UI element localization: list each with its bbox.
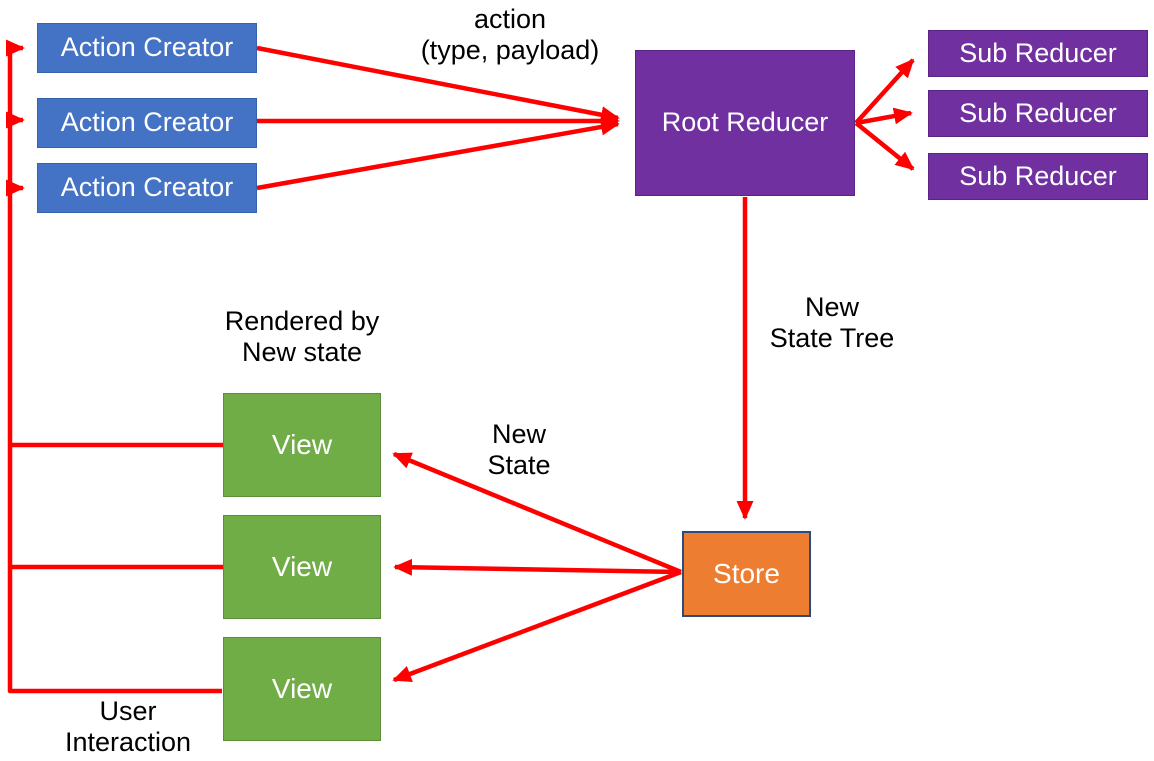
user-interaction-label-line2: Interaction — [64, 727, 192, 757]
new-state-tree-label: New State Tree — [770, 292, 895, 354]
view-box-3: View — [223, 637, 381, 741]
new-state-tree-label-line1: New — [804, 292, 860, 322]
sub-reducer-box-1: Sub Reducer — [928, 30, 1148, 77]
store-box: Store — [682, 531, 811, 617]
sub-reducer-box-3: Sub Reducer — [928, 153, 1148, 200]
rendered-by-label-line2: New state — [241, 337, 363, 367]
action-label-line2: (type, payload) — [420, 35, 600, 65]
new-state-label-line1: New — [491, 419, 547, 449]
user-interaction-label-line1: User — [99, 696, 157, 726]
rendered-by-label: Rendered by New state — [225, 306, 380, 368]
action-creator-box-1: Action Creator — [37, 23, 257, 73]
new-state-tree-label-line2: State Tree — [769, 323, 895, 353]
arrow-root-to-sub-reducer-3 — [854, 121, 915, 171]
arrow-root-to-sub-reducer-1 — [854, 58, 915, 125]
new-state-label-line2: State — [487, 450, 551, 480]
sub-reducer-box-2: Sub Reducer — [928, 90, 1148, 137]
rendered-by-label-line1: Rendered by — [224, 306, 380, 336]
arrow-action3-to-root-reducer — [256, 118, 620, 191]
arrow-store-to-view-2 — [393, 558, 682, 576]
view-box-2: View — [223, 515, 381, 619]
root-reducer-box: Root Reducer — [635, 50, 855, 196]
arrow-store-to-view-3 — [392, 569, 682, 683]
user-interaction-label: User Interaction — [65, 696, 191, 758]
action-label: action (type, payload) — [421, 4, 600, 66]
action-creator-box-3: Action Creator — [37, 163, 257, 213]
new-state-label: New State — [487, 419, 550, 481]
action-label-line1: action — [473, 4, 547, 34]
view-box-1: View — [223, 393, 381, 497]
action-creator-box-2: Action Creator — [37, 98, 257, 148]
arrow-root-to-sub-reducer-2 — [855, 107, 913, 126]
